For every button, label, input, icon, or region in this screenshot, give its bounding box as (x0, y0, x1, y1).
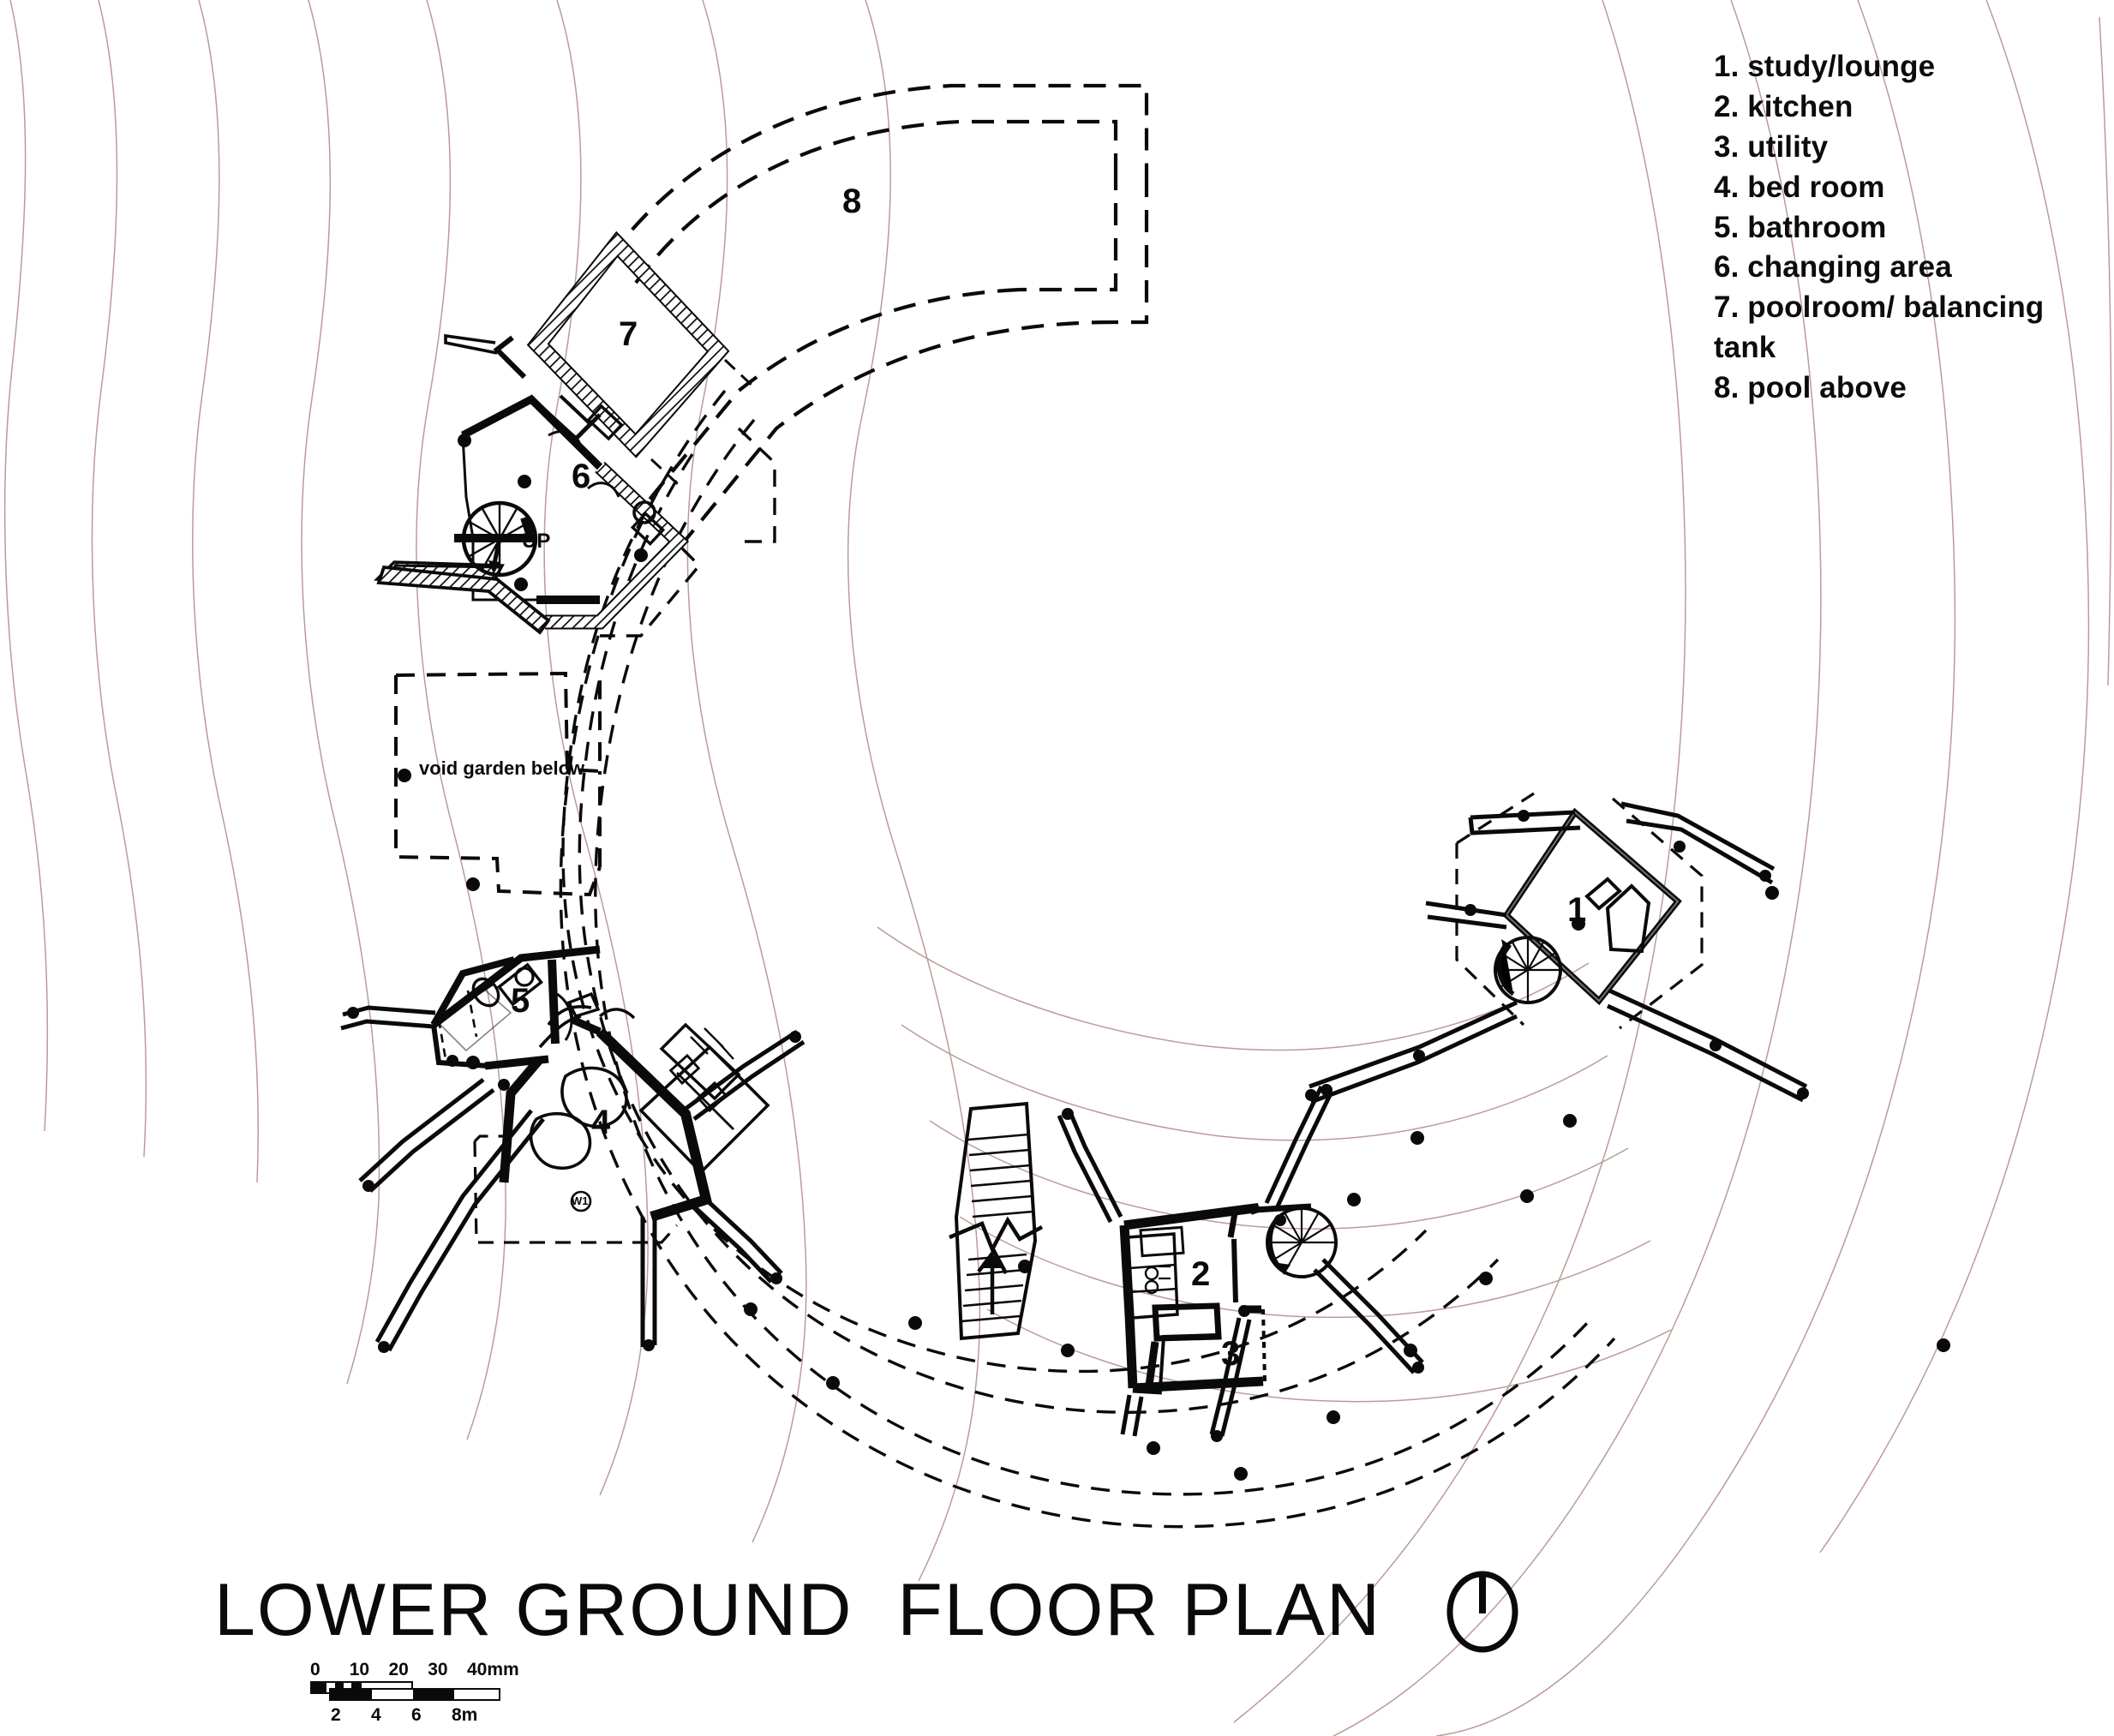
south-beam-dots (1062, 1084, 1424, 1442)
scale-tick-10: 10 (349, 1660, 370, 1679)
window-marker-label: W1 (572, 1194, 589, 1207)
bed-furniture (638, 1022, 770, 1175)
room-6-changing-area (374, 394, 776, 638)
room-number-8: 8 (842, 183, 862, 220)
radial-beams-room1 (1309, 801, 1808, 1104)
room-number-2: 2 (1191, 1255, 1211, 1293)
spiral-stair-room6 (461, 500, 538, 578)
scale-tick-0: 0 (310, 1660, 320, 1679)
west-beam-dots (347, 1007, 801, 1353)
legend-item-7-cont: tank (1714, 331, 1776, 365)
void-garden-label: void garden below (419, 757, 585, 779)
room-number-1: 1 (1567, 891, 1587, 929)
page-title: LOWER GROUND FLOOR PLAN (214, 1569, 1382, 1651)
void-garden-outline (394, 671, 602, 897)
north-arrow-icon (1443, 1567, 1522, 1657)
legend-item-3: 3. utility (1714, 129, 1829, 164)
room-number-5: 5 (511, 982, 530, 1020)
legend-item-2: 2. kitchen (1714, 89, 1853, 123)
room-number-6: 6 (572, 458, 591, 495)
radial-beams-south (1057, 1085, 1424, 1437)
scale-bar: 0 10 20 30 40mm 2 4 (310, 1660, 519, 1724)
room-number-7: 7 (619, 315, 638, 353)
pool-above-outline (608, 83, 1149, 550)
site-contours (3, 0, 2112, 1736)
legend-item-8: 8. pool above (1714, 371, 1907, 405)
scale-tick-40mm: 40mm (467, 1660, 519, 1679)
spiral-stair-study (1494, 936, 1562, 1004)
legend-item-5: 5. bathroom (1714, 210, 1887, 244)
scale-tick-2m: 2 (331, 1705, 341, 1725)
scale-tick-6m: 6 (411, 1705, 422, 1725)
room-1-study-lounge (1305, 792, 1809, 1104)
central-stair (949, 1101, 1044, 1341)
room-4-bedroom (473, 991, 770, 1244)
legend: 1. study/lounge 2. kitchen 3. utility 4.… (1714, 47, 2099, 409)
legend-item-7: 7. poolroom/ balancing (1714, 290, 2045, 325)
scale-bar-bottom-labels: 2 4 6 8m (310, 1706, 507, 1724)
scale-tick-20: 20 (388, 1660, 409, 1679)
tree-dots (398, 434, 1950, 1481)
radial-beams-west (340, 1005, 805, 1352)
scale-bar-graphic-metric (329, 1688, 500, 1701)
title-block: LOWER GROUND FLOOR PLAN (214, 1564, 1522, 1657)
stair-up-label: UP (522, 530, 551, 553)
room-number-4: 4 (591, 1104, 611, 1141)
scale-tick-30: 30 (428, 1660, 448, 1679)
legend-item-1: 1. study/lounge (1714, 50, 1936, 83)
legend-item-4: 4. bed room (1714, 170, 1885, 204)
room-7-poolroom (444, 230, 756, 487)
spiral-stair-kitchen (1266, 1206, 1338, 1278)
scale-bar-top-labels: 0 10 20 30 40mm (310, 1660, 519, 1679)
beam-column-dots (1305, 810, 1809, 1101)
scale-tick-8m: 8m (452, 1705, 478, 1725)
room-number-3: 3 (1221, 1335, 1241, 1373)
legend-item-6: 6. changing area (1714, 250, 1952, 284)
scale-tick-4m: 4 (371, 1705, 381, 1725)
